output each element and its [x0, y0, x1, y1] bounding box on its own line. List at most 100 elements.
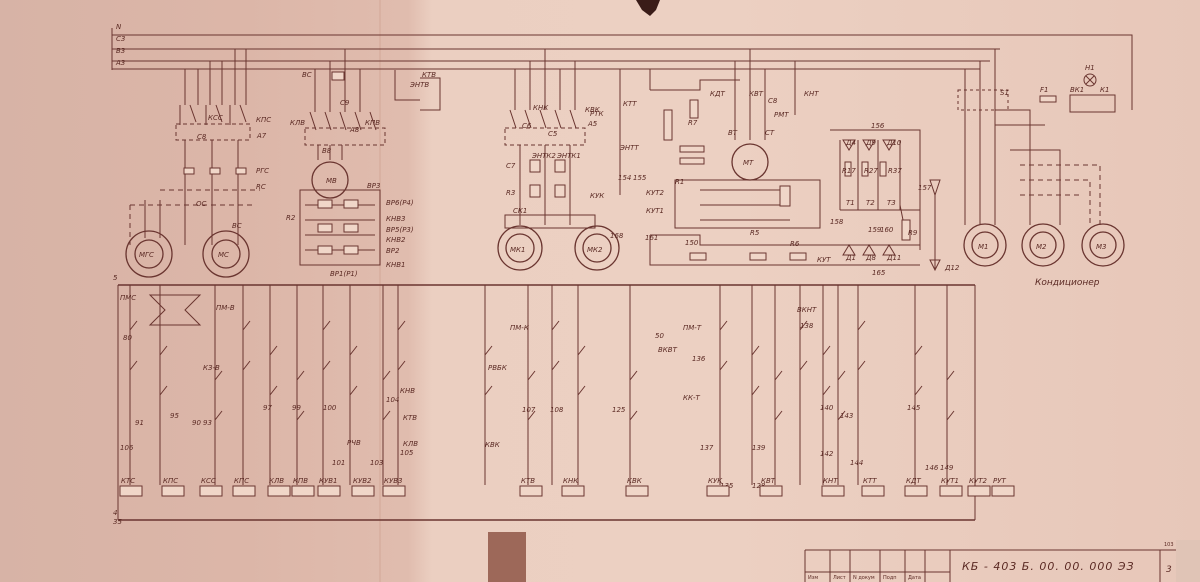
- label-r27: R27: [864, 167, 878, 175]
- wire-number: 159: [868, 226, 882, 234]
- title-cell-list: Лист: [833, 575, 846, 581]
- label-ktv-ctl: КТВ: [403, 414, 417, 422]
- motor-label-mk2: МК2: [587, 246, 603, 254]
- label-entt: ЭНТТ: [619, 144, 639, 152]
- label-r5: R5: [750, 229, 760, 237]
- label-d9: Д9: [865, 139, 876, 147]
- rung-contact: [822, 345, 831, 396]
- wire-number: 146: [925, 464, 939, 472]
- control-coil: [759, 485, 783, 497]
- drawing-number: КБ - 403 Б. 00. 00. 000 ЭЗ: [962, 560, 1135, 573]
- wire-number: 161: [645, 234, 658, 242]
- control-coil: [232, 485, 256, 497]
- bus-label-a3: А3: [115, 59, 125, 67]
- label-sk1: СК1: [513, 207, 527, 215]
- control-rails: [117, 284, 976, 521]
- label-c7: С7: [506, 162, 516, 170]
- label-rchv: РЧВ: [347, 439, 361, 447]
- label-knv3: КНВ3: [386, 215, 406, 223]
- wire-number: 104: [386, 396, 399, 404]
- label-vr6: ВР6(Р4): [386, 199, 414, 207]
- label-kut2: КУТ2: [646, 189, 665, 197]
- label-b8: В8: [322, 147, 332, 155]
- control-coil: [519, 485, 543, 497]
- label-pm-k: ПМ-К: [510, 324, 530, 332]
- rung-contact: [629, 370, 638, 421]
- wire-number: 100: [323, 404, 337, 412]
- label-k1: К1: [1100, 86, 1109, 94]
- title-block: [804, 540, 1200, 582]
- wire-number: 143: [840, 412, 853, 420]
- supply-buses: [111, 28, 1133, 110]
- rung-contact: [527, 370, 536, 421]
- label-rmt: РМТ: [774, 111, 789, 119]
- label-klv-ctl: КЛВ: [403, 440, 418, 448]
- rung-contact: [837, 370, 846, 421]
- wire-50: 50: [655, 332, 664, 340]
- wire-number: 150: [685, 239, 699, 247]
- power-circuit-mt: [619, 49, 941, 272]
- label-rtk: РТК: [590, 110, 604, 118]
- control-coil-label: РУТ: [993, 477, 1006, 485]
- rung-contact: [349, 345, 358, 396]
- label-ktv: КТВ: [422, 71, 436, 79]
- label-vr1: ВР1(Р1): [330, 270, 358, 278]
- label-r17: R17: [842, 167, 856, 175]
- motor-label-mv: МВ: [326, 177, 337, 185]
- label-pm-t: ПМ-Т: [683, 324, 702, 332]
- label-r6: R6: [790, 240, 800, 248]
- wire-number: 91: [135, 419, 144, 427]
- label-r2: R2: [286, 214, 296, 222]
- control-coil: [119, 485, 143, 497]
- label-t1: Т1: [846, 199, 855, 207]
- wire-number: 142: [820, 450, 834, 458]
- control-coil-label: КПС: [234, 477, 249, 485]
- rung-contact: [751, 345, 760, 396]
- label-knk: КНК: [533, 104, 549, 112]
- label-entv: ЭНТВ: [409, 81, 429, 89]
- rung-contact: [269, 345, 278, 396]
- label-vr3: ВР3: [367, 182, 380, 190]
- label-vkvt: ВКВТ: [658, 346, 678, 354]
- power-circuit-mv: [299, 49, 441, 266]
- conditioner-label: Кондиционер: [1035, 278, 1100, 288]
- wire-number: 165: [872, 269, 886, 277]
- control-coil: [161, 485, 185, 497]
- label-kvk-ctl: КВК: [485, 441, 501, 449]
- label-pms: ПМС: [120, 294, 136, 302]
- wire-number: 156: [871, 122, 885, 130]
- wire-number: 158: [830, 218, 844, 226]
- label-ktt: КТТ: [623, 100, 637, 108]
- label-t3: Т3: [887, 199, 896, 207]
- rung-contact: [382, 370, 391, 421]
- label-r7: R7: [688, 119, 698, 127]
- label-c5: С5: [548, 130, 558, 138]
- control-coil-label: КТТ: [863, 477, 877, 485]
- wire-number: 95: [170, 412, 179, 420]
- rung-contact: [946, 370, 955, 421]
- title-cell-ndok: N докум: [853, 575, 875, 581]
- motor-label-m1: М1: [978, 243, 989, 251]
- rung-contact: [214, 370, 223, 421]
- rung-contact: [577, 345, 586, 396]
- label-bc: ВС: [232, 222, 242, 230]
- label-kps: КПС: [256, 116, 271, 124]
- label-vknt: ВКНТ: [797, 306, 817, 314]
- label-rmv: ВС: [302, 71, 312, 79]
- label-f1: F1: [1040, 86, 1048, 94]
- control-coil: [291, 485, 315, 497]
- control-coil-label: КТС: [121, 477, 135, 485]
- wire-number: 168: [610, 232, 624, 240]
- label-vt: ВТ: [728, 129, 738, 137]
- control-coil-label: КВК: [627, 477, 643, 485]
- label-a7: А7: [256, 132, 267, 140]
- control-coil-label: КУТ1: [941, 477, 959, 485]
- control-coil: [317, 485, 341, 497]
- control-coil: [904, 485, 928, 497]
- wire-5: 5: [113, 274, 118, 282]
- wire-number: 154: [618, 174, 631, 182]
- rung-contact: [484, 345, 493, 396]
- label-r9: R9: [908, 229, 918, 237]
